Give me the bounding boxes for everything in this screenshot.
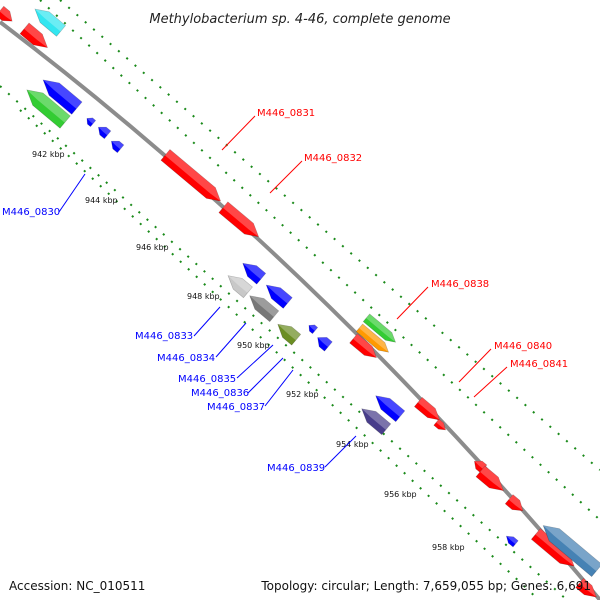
gene-arrow-0838-orange [355, 323, 390, 353]
gene-arrow-0835-olive [277, 323, 302, 346]
gene-arrow-top-cyan [34, 8, 66, 37]
gene-arrow-0838-green [362, 313, 397, 343]
gene-label-0839: M446_0839 [267, 463, 325, 474]
gene-arrow-green [26, 89, 71, 129]
gene-label-0833: M446_0833 [135, 331, 193, 342]
gene-label-0834: M446_0834 [157, 353, 215, 364]
callout-line-0838 [396, 286, 429, 320]
gene-label-0841: M446_0841 [510, 359, 568, 370]
gene-label-0835: M446_0835 [178, 374, 236, 385]
gene-label-0831: M446_0831 [257, 108, 315, 119]
gene-arrow-red-corner [575, 577, 597, 598]
tick-label-948: 948 kbp [187, 292, 220, 301]
gene-arrow-0831 [160, 149, 222, 202]
gene-arrow-steelblue [542, 525, 600, 578]
tick-label-944: 944 kbp [85, 196, 118, 205]
callout-line-0833 [193, 306, 221, 337]
callout-line-0830 [58, 173, 86, 213]
tick-labels: 942 kbp 944 kbp 946 kbp 948 kbp 950 kbp … [32, 150, 465, 552]
map-title: Methylobacterium sp. 4-46, complete geno… [149, 12, 450, 27]
gene-arrow-top-red-2 [19, 22, 48, 49]
gene-arrow-0841-b [475, 465, 504, 492]
gene-arrow-blue-5 [265, 284, 293, 309]
gene-arrow-blue-6 [375, 395, 406, 423]
tick-label-942: 942 kbp [32, 150, 65, 159]
gene-label-0837: M446_0837 [207, 402, 265, 413]
tick-label-946: 946 kbp [136, 243, 169, 252]
callout-line-0837 [264, 369, 294, 407]
gene-arrow-0837 [317, 337, 333, 352]
callout-line-0834 [215, 322, 247, 358]
callout-lines [58, 115, 508, 468]
gene-label-0832: M446_0832 [304, 153, 362, 164]
gene-arrow-0833-silver [227, 275, 253, 299]
gene-label-0836: M446_0836 [191, 388, 249, 399]
gene-label-0840: M446_0840 [494, 341, 552, 352]
gene-arrow-0839-purple [361, 408, 392, 436]
gene-arrow-top-red-1 [0, 5, 13, 22]
gene-arrow-0834-gray [249, 295, 280, 323]
gene-arrow-red-tail [504, 494, 524, 512]
gene-label-0830: M446_0830 [2, 207, 60, 218]
gene-arrow-blue-3 [111, 140, 125, 154]
callout-line-0840 [458, 348, 492, 383]
callout-line-0835 [236, 344, 274, 379]
accession-text: Accession: NC_010511 [9, 579, 146, 593]
gene-arrow-0836 [308, 324, 319, 335]
gene-arrow-0841-a [474, 460, 488, 474]
tick-label-950: 950 kbp [237, 341, 270, 350]
tick-label-958: 958 kbp [432, 543, 465, 552]
callout-line-0832 [269, 160, 303, 194]
gene-arrow-0832 [218, 201, 260, 238]
tick-row-3 [59, 0, 600, 471]
tick-label-952: 952 kbp [286, 390, 319, 399]
callout-line-0831 [221, 115, 256, 151]
tick-label-956: 956 kbp [384, 490, 417, 499]
gene-labels: M446_0830 M446_0831 M446_0832 M446_0833 … [2, 108, 568, 474]
gene-arrow-blue-4 [242, 262, 267, 285]
genome-summary-text: Topology: circular; Length: 7,659,055 bp… [261, 579, 591, 593]
gene-arrow-blue-2 [98, 126, 112, 140]
gene-features [0, 5, 600, 598]
gene-arrow-0838-red [349, 333, 377, 359]
tick-row-1 [39, 0, 600, 521]
gene-arrow-blue-small-1 [86, 117, 97, 128]
callout-line-0841 [473, 366, 508, 398]
callout-line-0839 [324, 435, 357, 468]
callout-line-0836 [247, 357, 284, 394]
tick-label-954: 954 kbp [336, 440, 369, 449]
gene-arrow-0840 [413, 396, 441, 421]
gene-arrow-blue-1 [42, 79, 83, 115]
gene-label-0838: M446_0838 [431, 279, 489, 290]
gene-arrow-red-small [433, 418, 447, 431]
gene-arrow-blue-small-2 [505, 535, 519, 548]
tick-row-2 [19, 109, 541, 600]
